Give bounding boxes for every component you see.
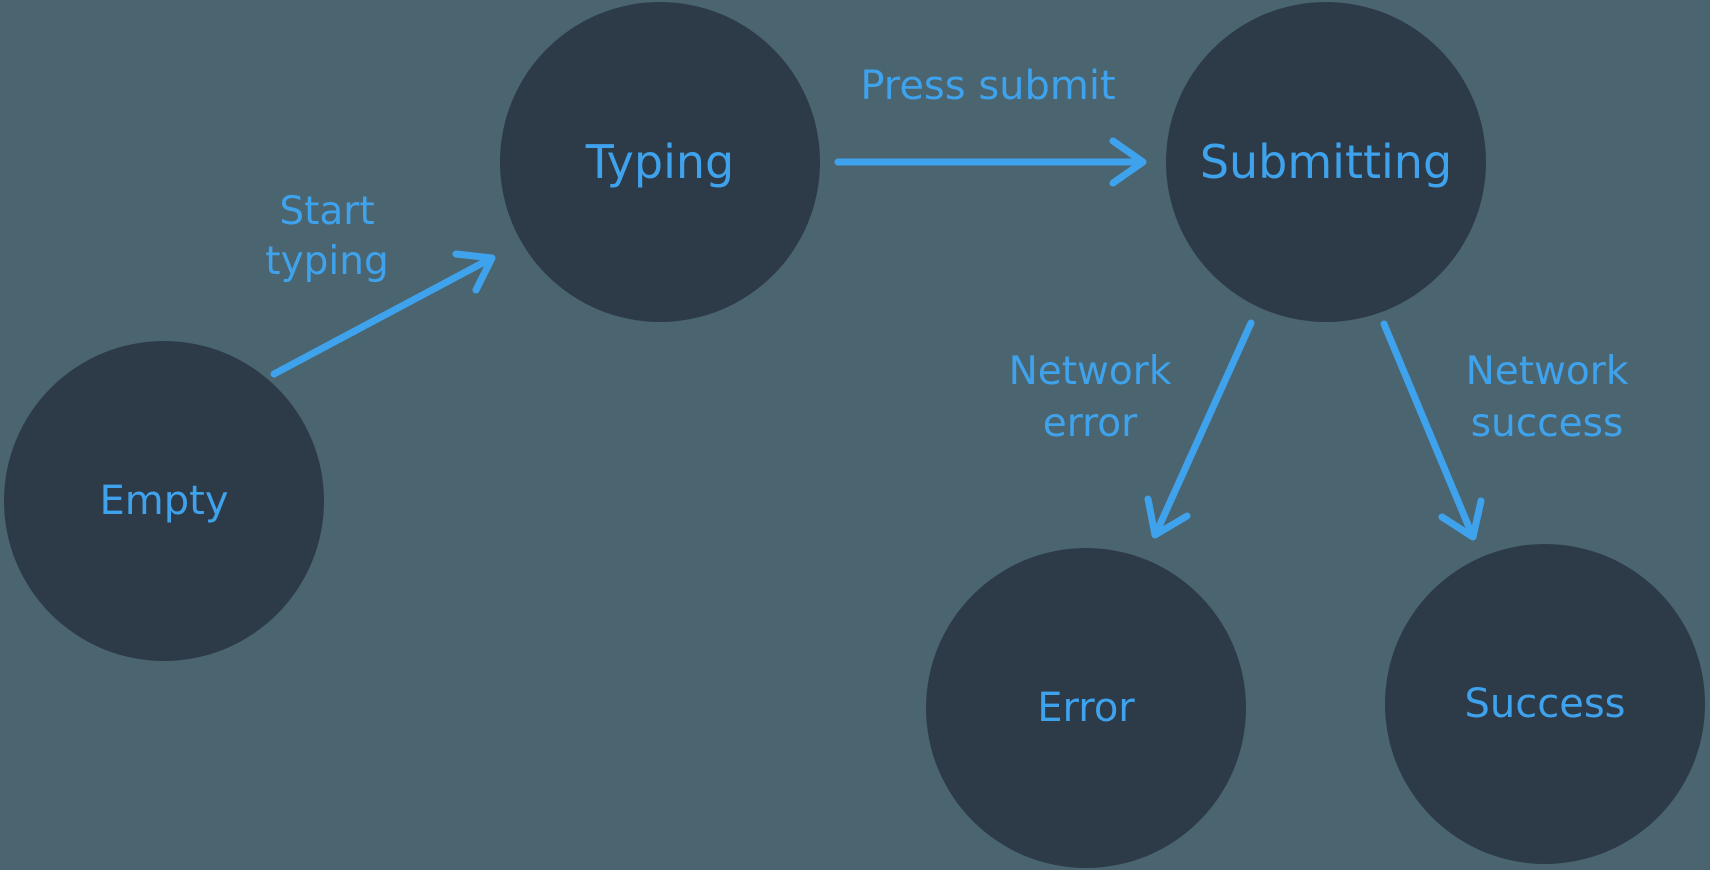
transition-label-line: typing bbox=[265, 239, 389, 284]
arrow-submitting-to-error bbox=[1144, 319, 1255, 539]
transition-label-line: Start bbox=[279, 189, 375, 234]
state-label: Success bbox=[1464, 681, 1626, 727]
arrow-empty-to-typing bbox=[270, 250, 496, 378]
transition-label-press-submit: Press submit bbox=[860, 63, 1115, 109]
transition-label-start-typing: Start typing bbox=[265, 187, 388, 287]
arrow-head-icon bbox=[1438, 497, 1485, 541]
arrow-submitting-to-success bbox=[1380, 320, 1485, 541]
transition-label-line: success bbox=[1470, 401, 1624, 446]
state-node-error: Error bbox=[926, 548, 1246, 868]
transition-label-line: Network bbox=[1465, 349, 1629, 394]
arrow-head-icon bbox=[452, 250, 496, 294]
state-node-submitting: Submitting bbox=[1166, 2, 1486, 322]
transition-label-line: Press submit bbox=[860, 63, 1116, 109]
state-label: Error bbox=[1037, 685, 1135, 731]
transition-label-network-success: Network success bbox=[1466, 346, 1629, 450]
state-node-empty: Empty bbox=[4, 341, 324, 661]
arrow-shaft bbox=[1153, 319, 1255, 535]
arrow-typing-to-submitting bbox=[834, 137, 1147, 187]
state-label: Submitting bbox=[1199, 135, 1453, 189]
transition-label-line: error bbox=[1042, 401, 1138, 446]
transition-label-line: Network bbox=[1008, 349, 1172, 394]
state-node-success: Success bbox=[1385, 544, 1705, 864]
arrow-shaft bbox=[270, 255, 494, 378]
arrow-head-icon bbox=[1109, 137, 1147, 187]
state-node-typing: Typing bbox=[500, 2, 820, 322]
state-label: Empty bbox=[99, 478, 229, 524]
state-label: Typing bbox=[585, 135, 735, 189]
transition-label-network-error: Network error bbox=[1009, 346, 1172, 450]
arrow-head-icon bbox=[1144, 495, 1191, 539]
arrow-shaft bbox=[1380, 320, 1475, 536]
